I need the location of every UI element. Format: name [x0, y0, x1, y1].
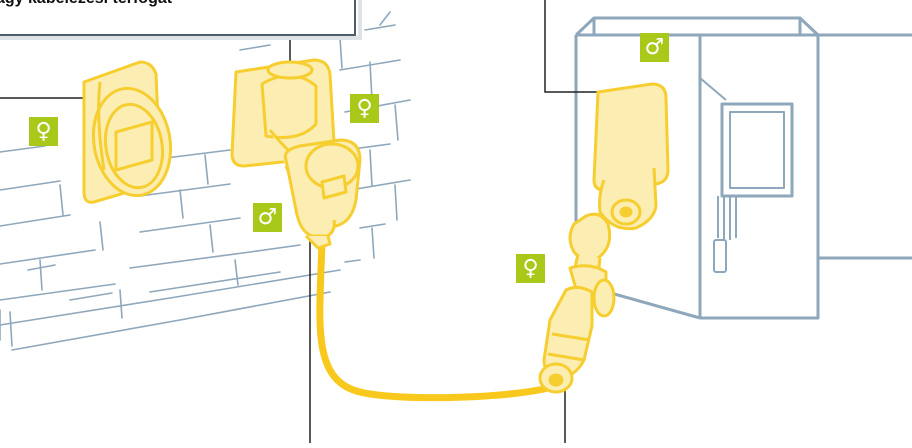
plug-male-middle	[285, 140, 360, 248]
wall-socket-left	[84, 62, 179, 202]
male-symbol-badge: ♂	[253, 203, 282, 232]
female-symbol-badge: ♀	[350, 94, 379, 123]
male-symbol-badge: ♂	[640, 33, 669, 62]
female-symbol-badge: ♀	[29, 117, 58, 146]
caption-text: agy kábelezési térfogat	[0, 0, 172, 8]
cabinet-inlet	[594, 84, 668, 229]
female-symbol-badge: ♀	[516, 254, 545, 283]
plug-lower-right	[540, 287, 592, 392]
